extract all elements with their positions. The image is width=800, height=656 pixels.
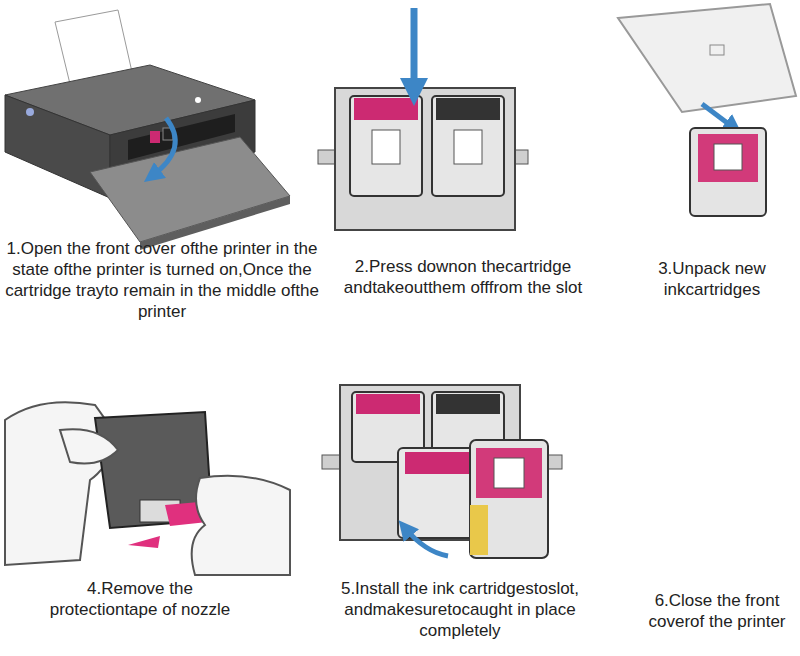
press-arrow xyxy=(411,8,418,92)
step-caption: 4.Remove the protectiontape of nozzle xyxy=(32,578,248,620)
cartridge-top xyxy=(436,98,500,120)
cartridge-top xyxy=(356,394,420,414)
cartridge-label xyxy=(714,144,742,170)
new-cartridge xyxy=(470,440,548,558)
cartridge-color-band xyxy=(476,448,542,498)
cartridge-top xyxy=(405,452,473,474)
color-cartridge xyxy=(350,96,422,196)
open-arrow xyxy=(152,118,175,176)
unpacking xyxy=(618,4,796,216)
new-cartridge xyxy=(690,128,766,216)
cartridge-carriage xyxy=(318,8,528,230)
cartridge-top xyxy=(436,394,500,414)
power-light xyxy=(195,97,201,103)
carriage-frame xyxy=(335,88,515,230)
thumb xyxy=(60,429,118,463)
step-caption: 6.Close the front coverof the printer xyxy=(631,590,800,632)
bag-mark xyxy=(710,45,724,55)
cartridge-label xyxy=(454,130,482,164)
cartridge-small xyxy=(150,131,160,143)
step-caption: 3.Unpack new inkcartridges xyxy=(642,258,782,300)
output-tray xyxy=(90,137,290,242)
printer xyxy=(5,10,290,250)
cartridge-label xyxy=(372,130,400,164)
hands-removing-tape xyxy=(5,402,290,575)
cartridge-install xyxy=(322,385,562,558)
step-caption: 5.Install the ink cartridgestoslot, andm… xyxy=(312,578,608,641)
unpack-arrow xyxy=(702,104,734,128)
cartridge-label xyxy=(494,458,524,488)
button xyxy=(26,108,34,116)
right-hand xyxy=(192,476,290,575)
package-bag xyxy=(618,4,796,112)
printer-side xyxy=(5,95,110,198)
cartridge-inserting xyxy=(398,448,480,538)
step-caption: 1.Open the front cover ofthe printer in … xyxy=(0,238,324,322)
tape-arrow xyxy=(128,536,160,548)
black-cartridge xyxy=(432,96,504,196)
step-caption: 2.Press downon thecartridge andtakeoutth… xyxy=(318,256,608,298)
insert-arrow xyxy=(405,528,448,556)
cartridge-top xyxy=(354,98,418,120)
yellow-label xyxy=(470,505,488,555)
cartridge-color-band xyxy=(698,134,758,182)
